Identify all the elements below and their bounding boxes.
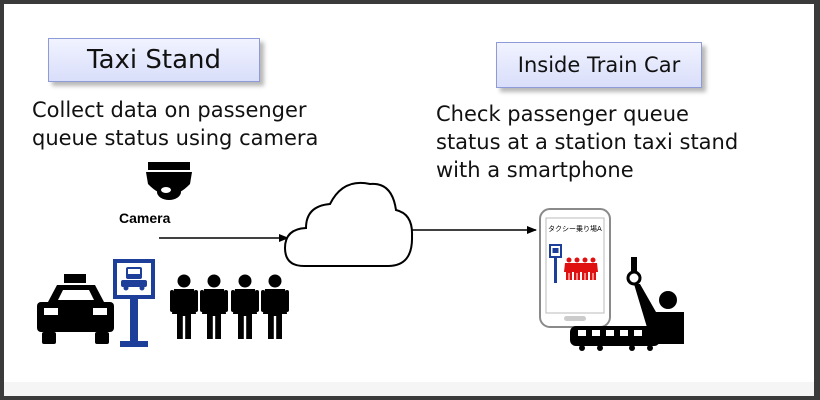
train-car-description-line: Check passenger queue xyxy=(436,102,689,126)
taxi-stand-title: Taxi Stand xyxy=(48,38,260,82)
train-car-title: Inside Train Car xyxy=(496,42,702,88)
train-car-description-line: with a smartphone xyxy=(436,158,634,182)
train-car-description: Check passenger queue status at a statio… xyxy=(436,100,738,184)
footer-strip xyxy=(4,382,814,396)
taxi-stand-description: Collect data on passenger queue status u… xyxy=(32,96,318,152)
taxi-stand-description-line: Collect data on passenger xyxy=(32,98,307,122)
train-car-description-line: status at a station taxi stand xyxy=(436,130,739,154)
passenger-queue-icon xyxy=(170,274,289,339)
taxi-stand-description-line: queue status using camera xyxy=(32,126,319,150)
camera-label: Camera xyxy=(119,210,171,226)
smartphone-icon: タクシー乗り場A xyxy=(539,208,611,328)
diagram-canvas: Taxi Stand Inside Train Car Collect data… xyxy=(4,4,814,396)
phone-taxi-sign-icon xyxy=(549,244,562,283)
taxi-stand-sign-icon xyxy=(113,259,155,347)
cloud-icon xyxy=(283,182,414,267)
camera-icon xyxy=(146,162,192,200)
taxi-icon xyxy=(37,274,114,344)
train-car-icon xyxy=(570,257,684,351)
diagram-graphics: タクシー乗り場A xyxy=(37,162,684,351)
phone-screen-header: タクシー乗り場A xyxy=(548,224,602,233)
